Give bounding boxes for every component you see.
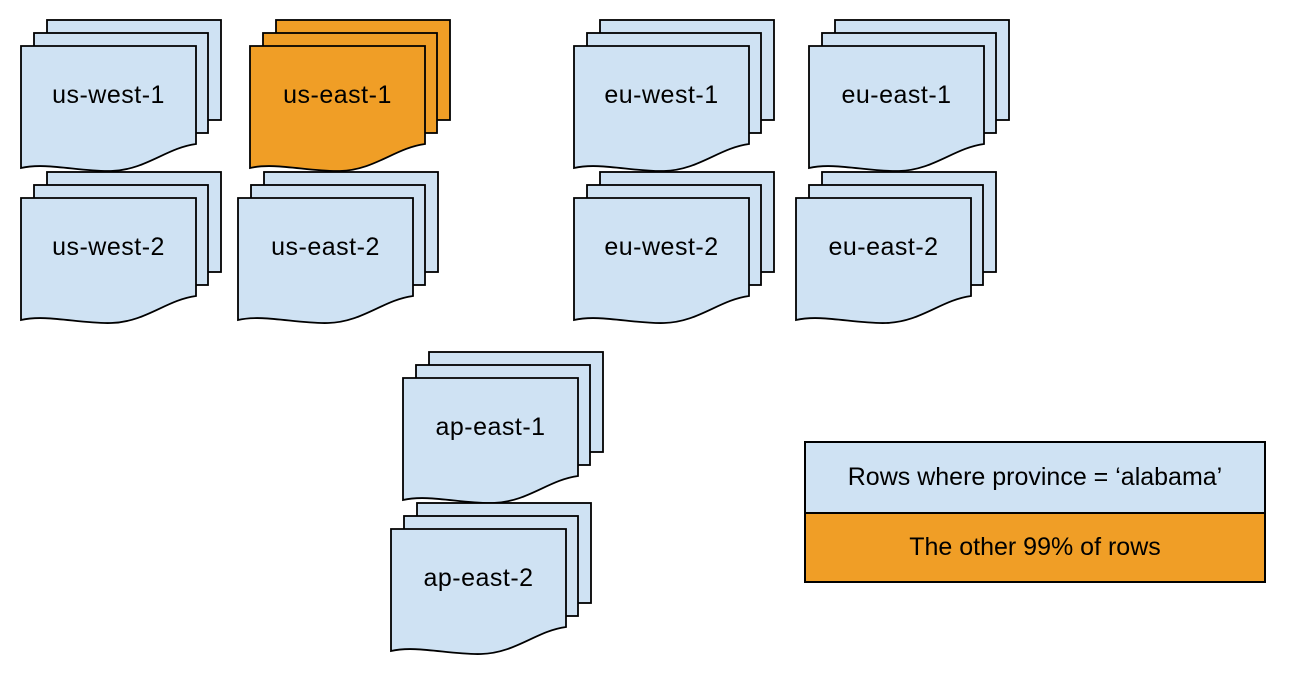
front-document-shape (402, 377, 579, 504)
legend-label-other-rows: The other 99% of rows (909, 533, 1161, 561)
stack-us-east-1: us-east-1 (249, 19, 451, 173)
stack-us-east-2: us-east-2 (237, 171, 439, 325)
stack-eu-west-2: eu-west-2 (573, 171, 775, 325)
front-document-shape (390, 528, 567, 655)
stack-ap-east-1: ap-east-1 (402, 351, 604, 505)
front-document-shape (20, 45, 197, 172)
stack-ap-east-2: ap-east-2 (390, 502, 592, 656)
document-stack-icon (795, 171, 997, 324)
document-stack-icon (402, 351, 604, 504)
legend-label-alabama-rows: Rows where province = ‘alabama’ (847, 463, 1223, 491)
stack-eu-west-1: eu-west-1 (573, 19, 775, 173)
document-stack-icon (237, 171, 439, 324)
document-stack-icon (20, 19, 222, 172)
stack-eu-east-1: eu-east-1 (808, 19, 1010, 173)
stack-us-west-2: us-west-2 (20, 171, 222, 325)
document-stack-icon (808, 19, 1010, 172)
front-document-shape (808, 45, 985, 172)
front-document-shape (573, 197, 750, 324)
front-document-shape (20, 197, 197, 324)
front-document-shape (237, 197, 414, 324)
document-stack-icon (573, 171, 775, 324)
stack-us-west-1: us-west-1 (20, 19, 222, 173)
legend: Rows where province = ‘alabama’ The othe… (804, 441, 1266, 583)
document-stack-icon (20, 171, 222, 324)
legend-item-other-rows: The other 99% of rows (806, 512, 1264, 581)
document-stack-icon (573, 19, 775, 172)
legend-item-alabama-rows: Rows where province = ‘alabama’ (806, 443, 1264, 512)
front-document-shape (249, 45, 426, 172)
document-stack-icon (249, 19, 451, 172)
front-document-shape (573, 45, 750, 172)
front-document-shape (795, 197, 972, 324)
stack-eu-east-2: eu-east-2 (795, 171, 997, 325)
document-stack-icon (390, 502, 592, 655)
